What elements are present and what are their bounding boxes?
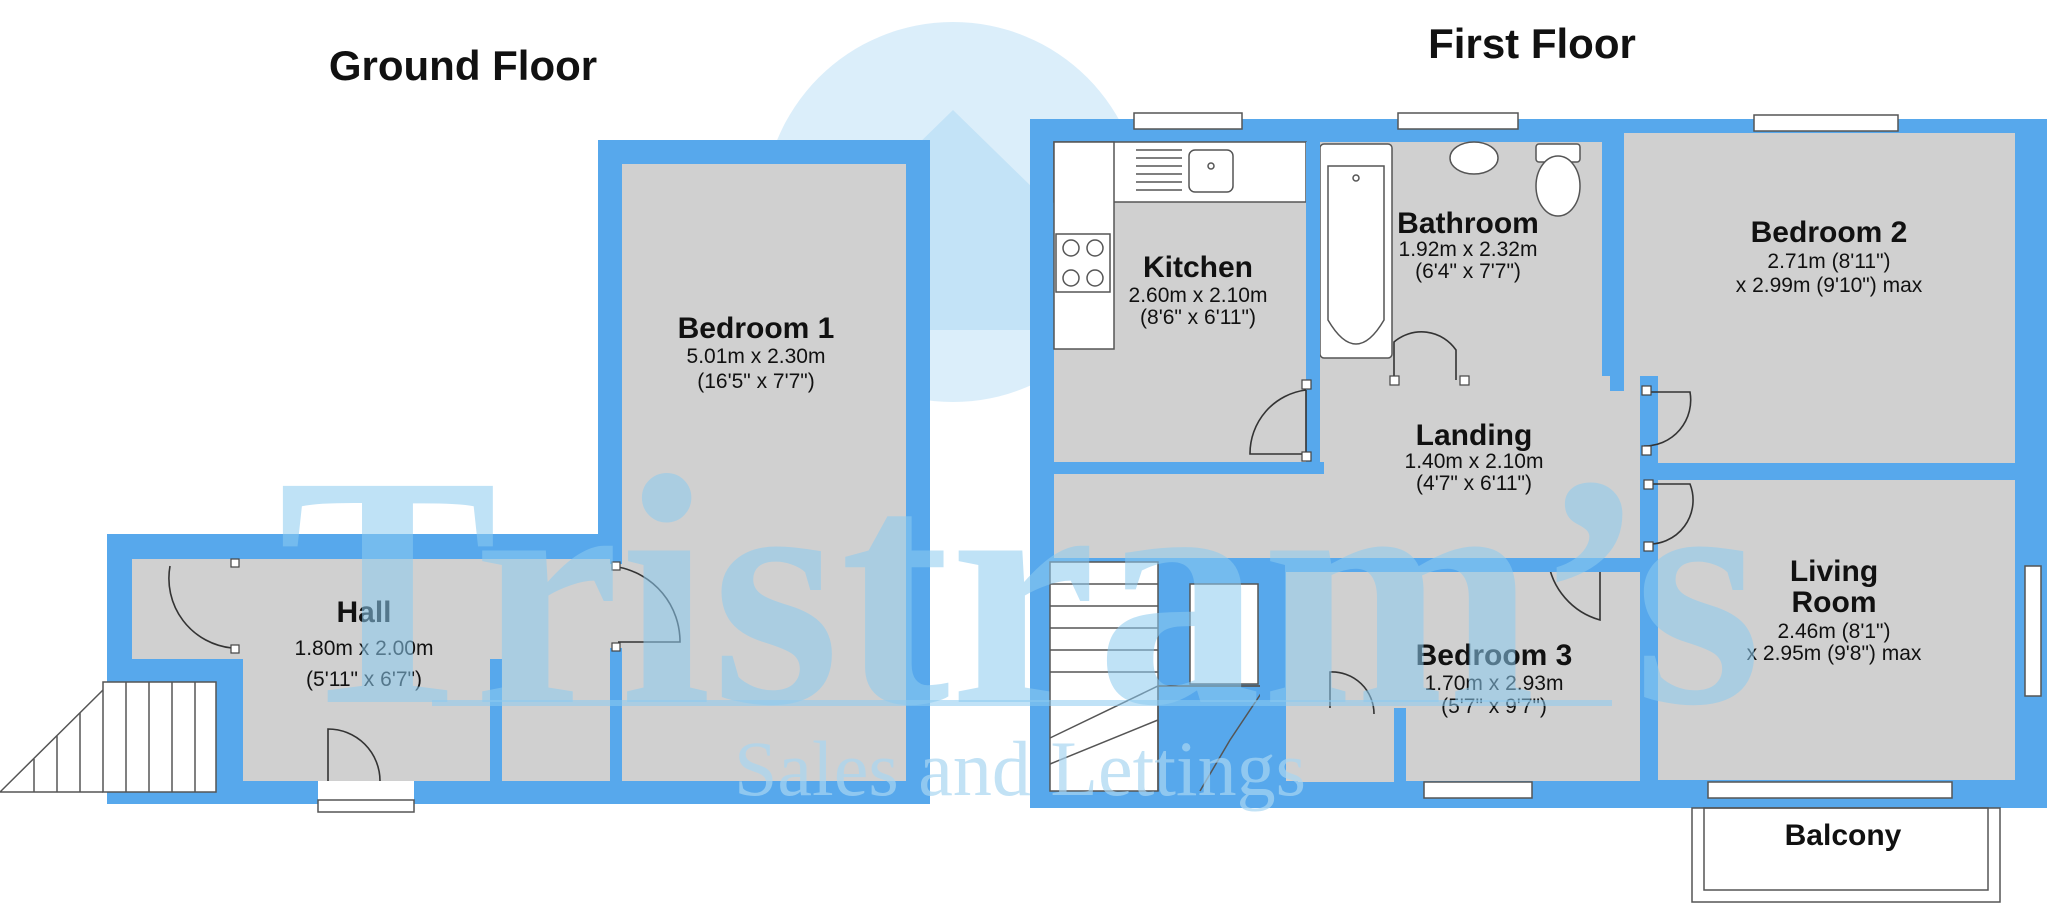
landing-wall-right [1640, 376, 1658, 463]
bedroom1-door-jamb [611, 561, 621, 571]
bathroom-name: Bathroom [1397, 207, 1539, 240]
bedroom2-dim-metric: 2.71m (8'11") [1767, 250, 1890, 273]
bedroom1-name: Bedroom 1 [678, 312, 835, 345]
bedroom1-door-gap [610, 564, 622, 648]
kitchen-window [1133, 112, 1243, 130]
hall-closet-jamb [230, 558, 240, 568]
ground-floor: Bedroom 1 5.01m x 2.30m (16'5" x 7'7") H… [0, 140, 930, 813]
bathroom-door-jamb-right [1459, 375, 1470, 386]
kitchen-door-jamb-lower [1301, 451, 1312, 462]
bedroom2-door-swing [1643, 391, 1692, 447]
living-door-jamb-lower [1643, 541, 1654, 552]
bedroom3-cupboard [1298, 708, 1394, 782]
ground-floor-title: Ground Floor [329, 42, 597, 89]
kitchen-tap-icon [1207, 162, 1215, 170]
hall-dim-metric: 1.80m x 2.00m [295, 637, 434, 660]
bedroom2-floor [1622, 133, 2015, 463]
kitchen-drainer [1136, 149, 1182, 191]
bedroom2-dim-imperial: x 2.99m (9'10") max [1736, 274, 1923, 297]
living-dim-metric: 2.46m (8'1") [1777, 620, 1890, 643]
hall-floor-lower [243, 659, 490, 781]
hall-floor-lower-right [502, 659, 610, 781]
watermark-tagline: Sales and Lettings [734, 725, 1306, 812]
entrance-door-gap [318, 781, 414, 804]
living-name-line2: Room [1792, 586, 1877, 619]
living-name-line1: Living [1790, 555, 1878, 588]
bedroom2-door-jamb-lower [1641, 445, 1652, 456]
hall-wall-segment [490, 659, 502, 781]
entrance-door-swing [327, 728, 381, 782]
first-floor-stairs [1049, 561, 1268, 792]
kitchen-door-swing [1249, 389, 1307, 455]
bathroom-window [1397, 112, 1519, 130]
bedroom2-wall-left [1610, 133, 1624, 391]
hall-closet-door-swing [168, 565, 233, 649]
kitchen-dim-metric: 2.60m x 2.10m [1129, 284, 1268, 307]
bathroom-door-jamb [1389, 375, 1400, 386]
living-wall-left [1640, 480, 1658, 780]
bedroom3-window [1423, 781, 1533, 799]
kitchen-door-jamb [1301, 379, 1312, 390]
bedroom2-name: Bedroom 2 [1751, 216, 1908, 249]
balcony [1691, 807, 2001, 903]
bedroom1-door-swing [617, 566, 681, 643]
hall-closet-jamb-lower [230, 644, 240, 654]
bedroom2-door-jamb [1641, 385, 1652, 396]
bedroom3-dim-metric: 1.70m x 2.93m [1425, 672, 1564, 695]
kitchen-name: Kitchen [1143, 251, 1253, 284]
bathroom-door-swing [1393, 331, 1457, 380]
hob-icon [1055, 233, 1111, 293]
first-floor: Kitchen 2.60m x 2.10m (8'6" x 6'11") Bat… [1030, 112, 2047, 903]
kitchen-sink-icon [1188, 149, 1234, 193]
external-steps [0, 681, 217, 793]
landing-dim-metric: 1.40m x 2.10m [1405, 450, 1544, 473]
bedroom1-dim-metric: 5.01m x 2.30m [687, 345, 826, 368]
bathroom-dim-imperial: (6'4" x 7'7") [1415, 260, 1521, 283]
watermark-rule [432, 700, 1612, 706]
landing-dim-imperial: (4'7" x 6'11") [1416, 472, 1532, 495]
landing-floor-upper [1320, 376, 1640, 390]
living-dim-imperial: x 2.95m (9'8") max [1747, 642, 1922, 665]
hall-name: Hall [336, 596, 391, 629]
entrance-threshold [317, 799, 415, 813]
bedroom1-door-jamb-lower [611, 642, 621, 652]
living-window [2024, 565, 2042, 697]
toilet-icon [1535, 143, 1581, 217]
bedroom3-wall-top [1170, 558, 1640, 572]
living-balcony-door [1707, 781, 1953, 799]
first-floor-title: First Floor [1428, 20, 1636, 67]
bedroom2-wall-bottom [1640, 463, 2015, 480]
bedroom1-floor [622, 164, 906, 781]
bedroom3-name: Bedroom 3 [1416, 639, 1573, 672]
bedroom2-window [1753, 114, 1899, 132]
hall-dim-imperial: (5'11" x 6'7") [306, 668, 422, 691]
bedroom3-cupboard-wall [1394, 708, 1406, 782]
living-door-jamb [1643, 479, 1654, 490]
living-floor [1658, 480, 2015, 780]
bedroom1-dim-imperial: (16'5" x 7'7") [697, 370, 814, 393]
hall-partition [610, 659, 622, 781]
balcony-name: Balcony [1785, 819, 1902, 852]
bathroom-dim-metric: 1.92m x 2.32m [1399, 238, 1538, 261]
bedroom3-wall-left [1260, 572, 1286, 782]
bath-inner [1327, 165, 1385, 345]
living-door-swing [1645, 483, 1694, 545]
kitchen-dim-imperial: (8'6" x 6'11") [1140, 306, 1256, 329]
bath-plug-icon [1352, 174, 1360, 182]
landing-name: Landing [1416, 419, 1533, 452]
kitchen-wall-bottom [1054, 462, 1324, 474]
watermark-brand: Tristram’s [278, 409, 1763, 774]
basin-icon [1449, 141, 1499, 175]
